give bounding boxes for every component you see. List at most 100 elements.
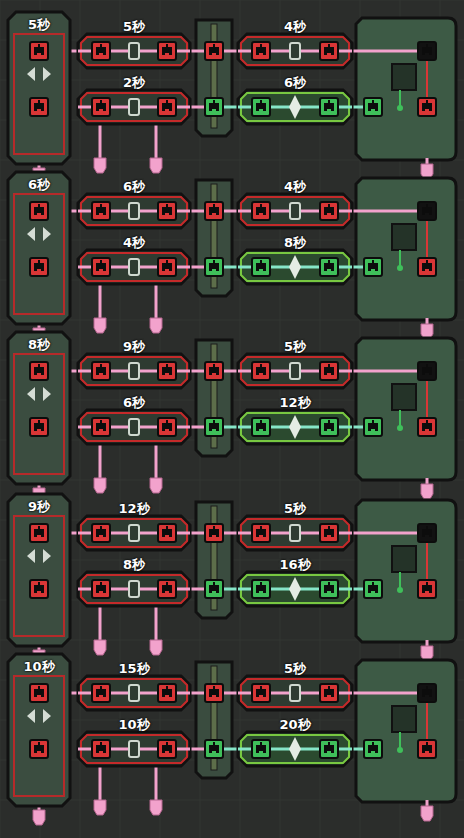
junction-panel [196,340,232,456]
pink-wire [352,532,420,535]
time-label: 16秒 [279,557,310,572]
red-lead [426,702,428,740]
label-holder: 20秒 [238,715,352,733]
output-panel [356,338,456,480]
bracket-icon [129,525,139,541]
time-label: 6秒 [123,179,145,194]
time-label: 10秒 [118,717,149,732]
junction-panel [196,180,232,296]
module-socket [158,580,176,598]
junction-socket [205,684,223,702]
time-label: 5秒 [284,661,306,676]
output-socket [364,258,382,276]
bracket-icon [290,203,300,219]
panel-socket [30,202,48,220]
output-socket [418,362,436,380]
module-socket [92,580,110,598]
green-dot [397,105,403,111]
junction-panel [196,20,232,136]
junction-socket [205,202,223,220]
output-box [392,224,416,250]
timer-module: 10秒 [78,716,190,768]
panel-socket [30,684,48,702]
module-socket [252,258,270,276]
time-label: 4秒 [284,179,306,194]
module-socket [158,362,176,380]
timer-module: 15秒 [78,660,190,712]
timer-module: 4秒 [238,18,352,70]
time-label: 5秒 [123,19,145,34]
timer-module: 6秒 [238,74,352,126]
output-socket [418,202,436,220]
output-box [392,706,416,732]
bracket-icon [129,741,139,757]
bracket-icon [290,363,300,379]
timer-panel: 5秒 [8,12,70,164]
pink-plug [421,800,433,821]
label-holder: 5秒 [238,499,352,517]
module-socket [320,362,338,380]
timer-module: 12秒 [238,394,352,446]
output-box [392,384,416,410]
timer-module: 5秒 [238,338,352,390]
timer-module: 8秒 [238,234,352,286]
pink-plug [421,478,433,499]
timer-panel: 10秒 [8,654,70,806]
module-socket [92,418,110,436]
label-holder: 5秒 [238,659,352,677]
output-box [392,64,416,90]
arrow-icon [27,227,51,241]
junction-socket [205,98,223,116]
timer-module: 5秒 [238,500,352,552]
module-shape [8,172,70,324]
pink-plug [150,284,162,333]
timer-panel: 6秒 [8,172,70,324]
module-socket [92,98,110,116]
time-label: 4秒 [123,235,145,250]
pink-plug [94,444,106,493]
bracket-icon [129,43,139,59]
module-socket [92,42,110,60]
module-socket [92,362,110,380]
output-socket [418,684,436,702]
junction-socket [205,362,223,380]
time-label: 5秒 [28,17,50,32]
bracket-icon [129,581,139,597]
module-shape [8,494,70,646]
label-holder: 6秒 [238,73,352,91]
module-socket [92,202,110,220]
module-socket [158,258,176,276]
timer-module: 16秒 [238,556,352,608]
pink-plug [421,318,433,339]
label-holder: 8秒 [238,233,352,251]
time-label: 2秒 [123,75,145,90]
green-dot [397,747,403,753]
module-socket [252,580,270,598]
module-socket [92,740,110,758]
module-row [33,178,456,343]
module-shape [8,332,70,484]
time-label: 20秒 [279,717,310,732]
arrow-icon [27,549,51,563]
time-label: 10秒 [23,659,54,674]
red-lead [426,380,428,418]
pink-plug [94,606,106,655]
red-lead [426,220,428,258]
panel-socket [30,98,48,116]
label-holder: 2秒 [78,73,190,91]
diamond-icon [289,737,301,761]
arrow-icon [27,67,51,81]
timer-module: 8秒 [78,556,190,608]
module-socket [158,684,176,702]
label-holder: 12秒 [78,499,190,517]
module-socket [320,258,338,276]
pink-plug [150,606,162,655]
pink-plug [421,158,433,179]
module-socket [252,524,270,542]
module-socket [320,524,338,542]
output-socket [418,258,436,276]
panel-socket [30,362,48,380]
junction-panel [196,662,232,778]
label-holder: 8秒 [8,335,70,353]
